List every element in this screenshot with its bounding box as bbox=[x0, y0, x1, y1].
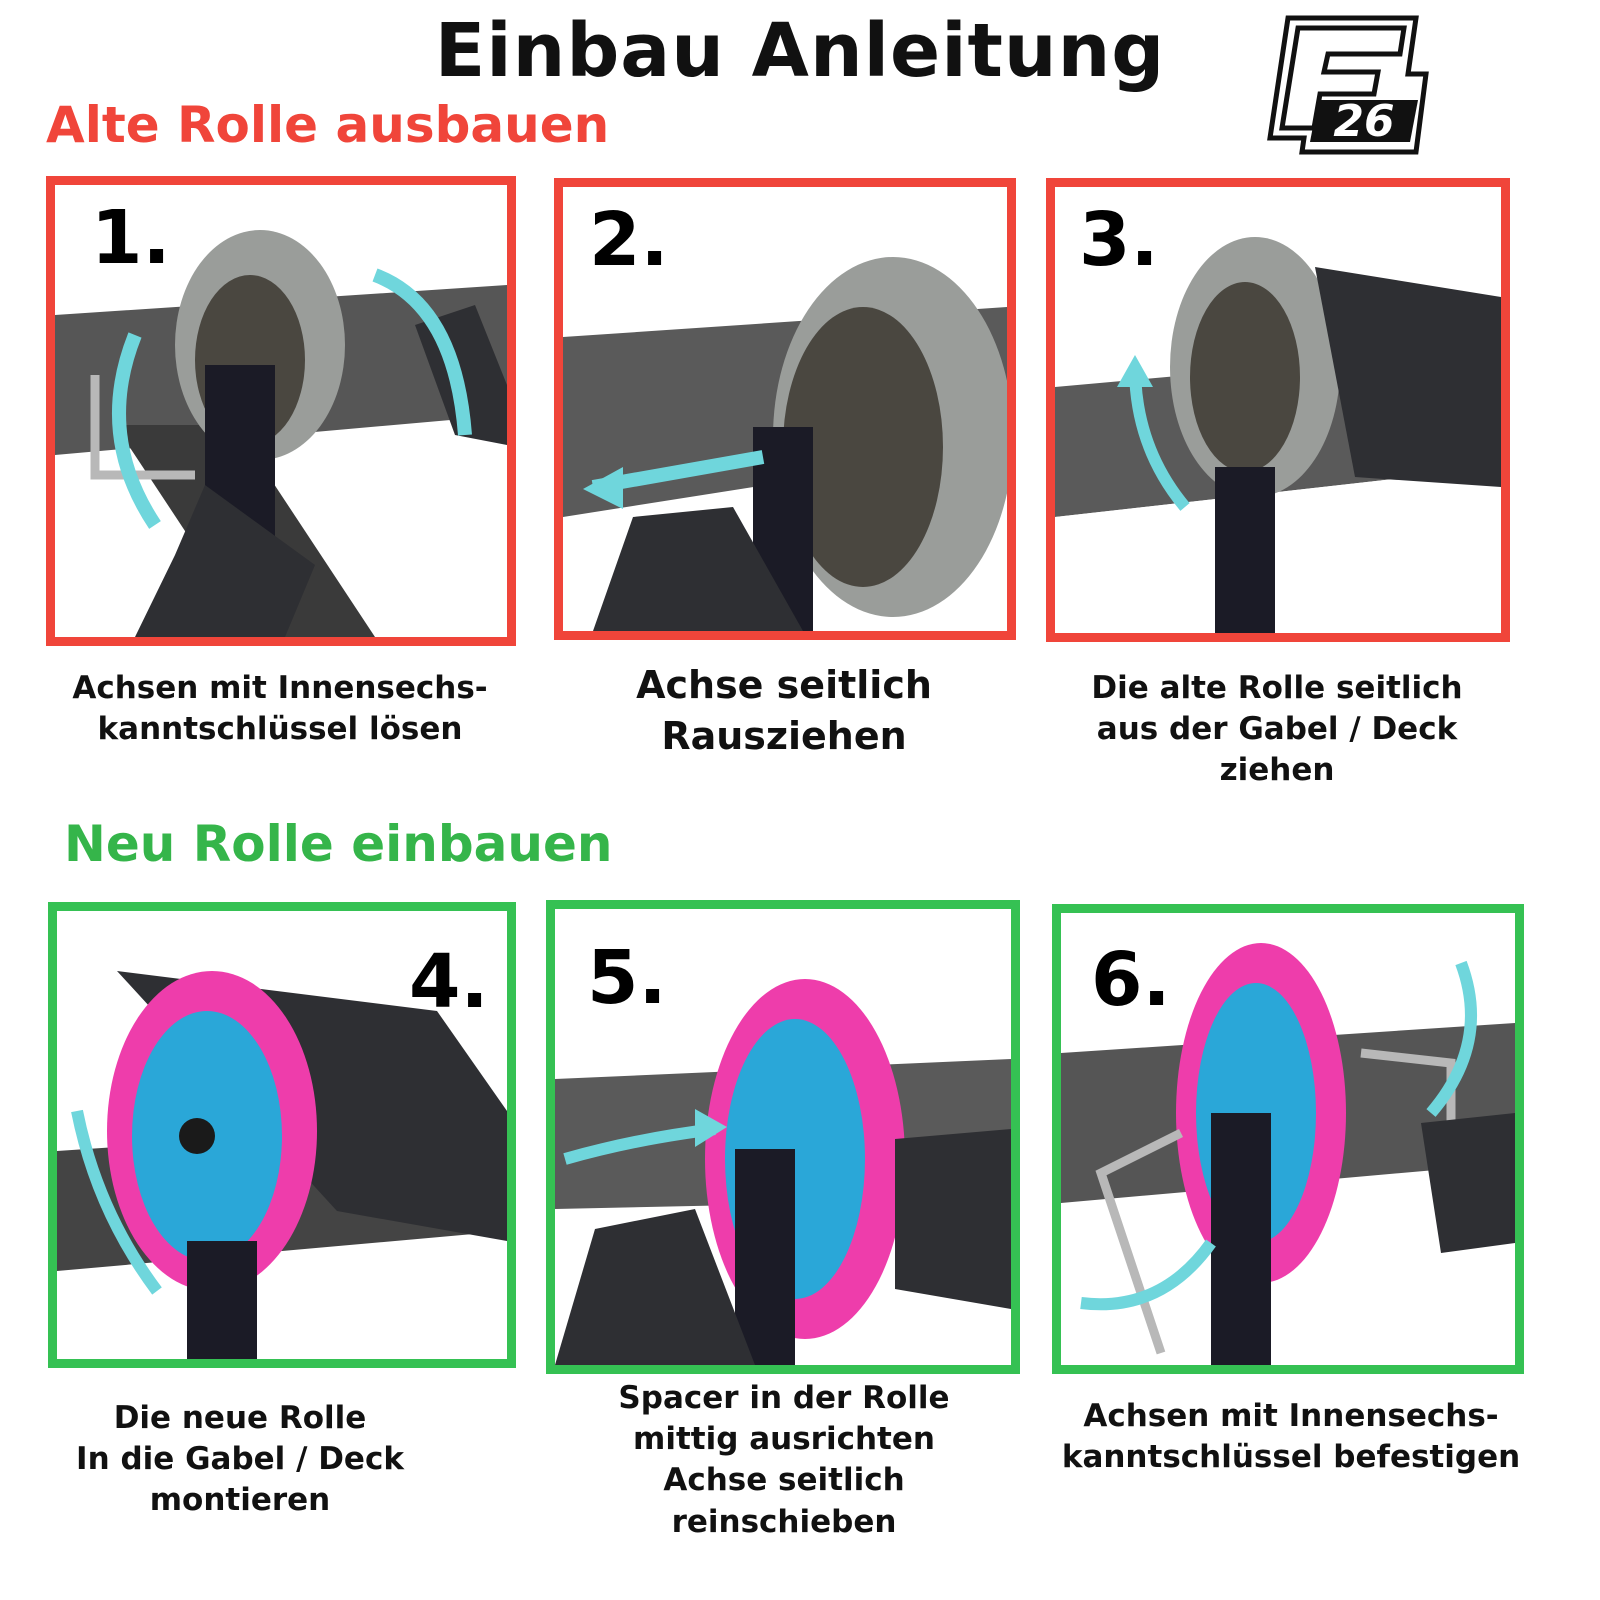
step-2-frame: 2. bbox=[554, 178, 1016, 640]
page-title: Einbau Anleitung bbox=[434, 8, 1166, 94]
step-6-caption: Achsen mit Innensechs- kanntschlüssel be… bbox=[1061, 1398, 1521, 1476]
new-wheel-tightening-photo bbox=[1061, 913, 1515, 1365]
section-heading-remove: Alte Rolle ausbauen bbox=[46, 96, 610, 154]
step-4-caption: Die neue Rolle In die Gabel / Deck monti… bbox=[76, 1400, 404, 1519]
old-wheel-axle-removal-photo bbox=[563, 187, 1007, 631]
step-3-caption: Die alte Rolle seitlich aus der Gabel / … bbox=[1091, 670, 1463, 789]
step-6-frame: 6. bbox=[1052, 904, 1524, 1374]
step-number: 6. bbox=[1091, 937, 1171, 1023]
new-wheel-axle-insert-photo bbox=[555, 909, 1011, 1365]
step-number: 3. bbox=[1079, 197, 1159, 283]
step-number: 5. bbox=[587, 935, 667, 1021]
old-wheel-removal-photo bbox=[1055, 187, 1501, 633]
step-number: 1. bbox=[91, 195, 171, 281]
step-2-caption: Achse seitlich Rausziehen bbox=[636, 663, 932, 758]
new-wheel-insert-photo bbox=[57, 911, 507, 1359]
step-1-frame: 1. bbox=[46, 176, 516, 646]
step-4-frame: 4. bbox=[48, 902, 516, 1368]
step-number: 2. bbox=[589, 197, 669, 283]
step-5-frame: 5. bbox=[546, 900, 1020, 1374]
old-wheel-loosening-axle-photo bbox=[55, 185, 507, 637]
section-heading-install: Neu Rolle einbauen bbox=[64, 815, 613, 873]
step-5-caption: Spacer in der Rolle mittig ausrichten Ac… bbox=[618, 1380, 950, 1540]
svg-text:26: 26 bbox=[1333, 96, 1394, 147]
step-number: 4. bbox=[409, 939, 489, 1025]
step-3-frame: 3. bbox=[1046, 178, 1510, 642]
step-1-caption: Achsen mit Innensechs- kanntschlüssel lö… bbox=[72, 670, 488, 748]
f26-logo-icon: 26 bbox=[1267, 15, 1429, 155]
